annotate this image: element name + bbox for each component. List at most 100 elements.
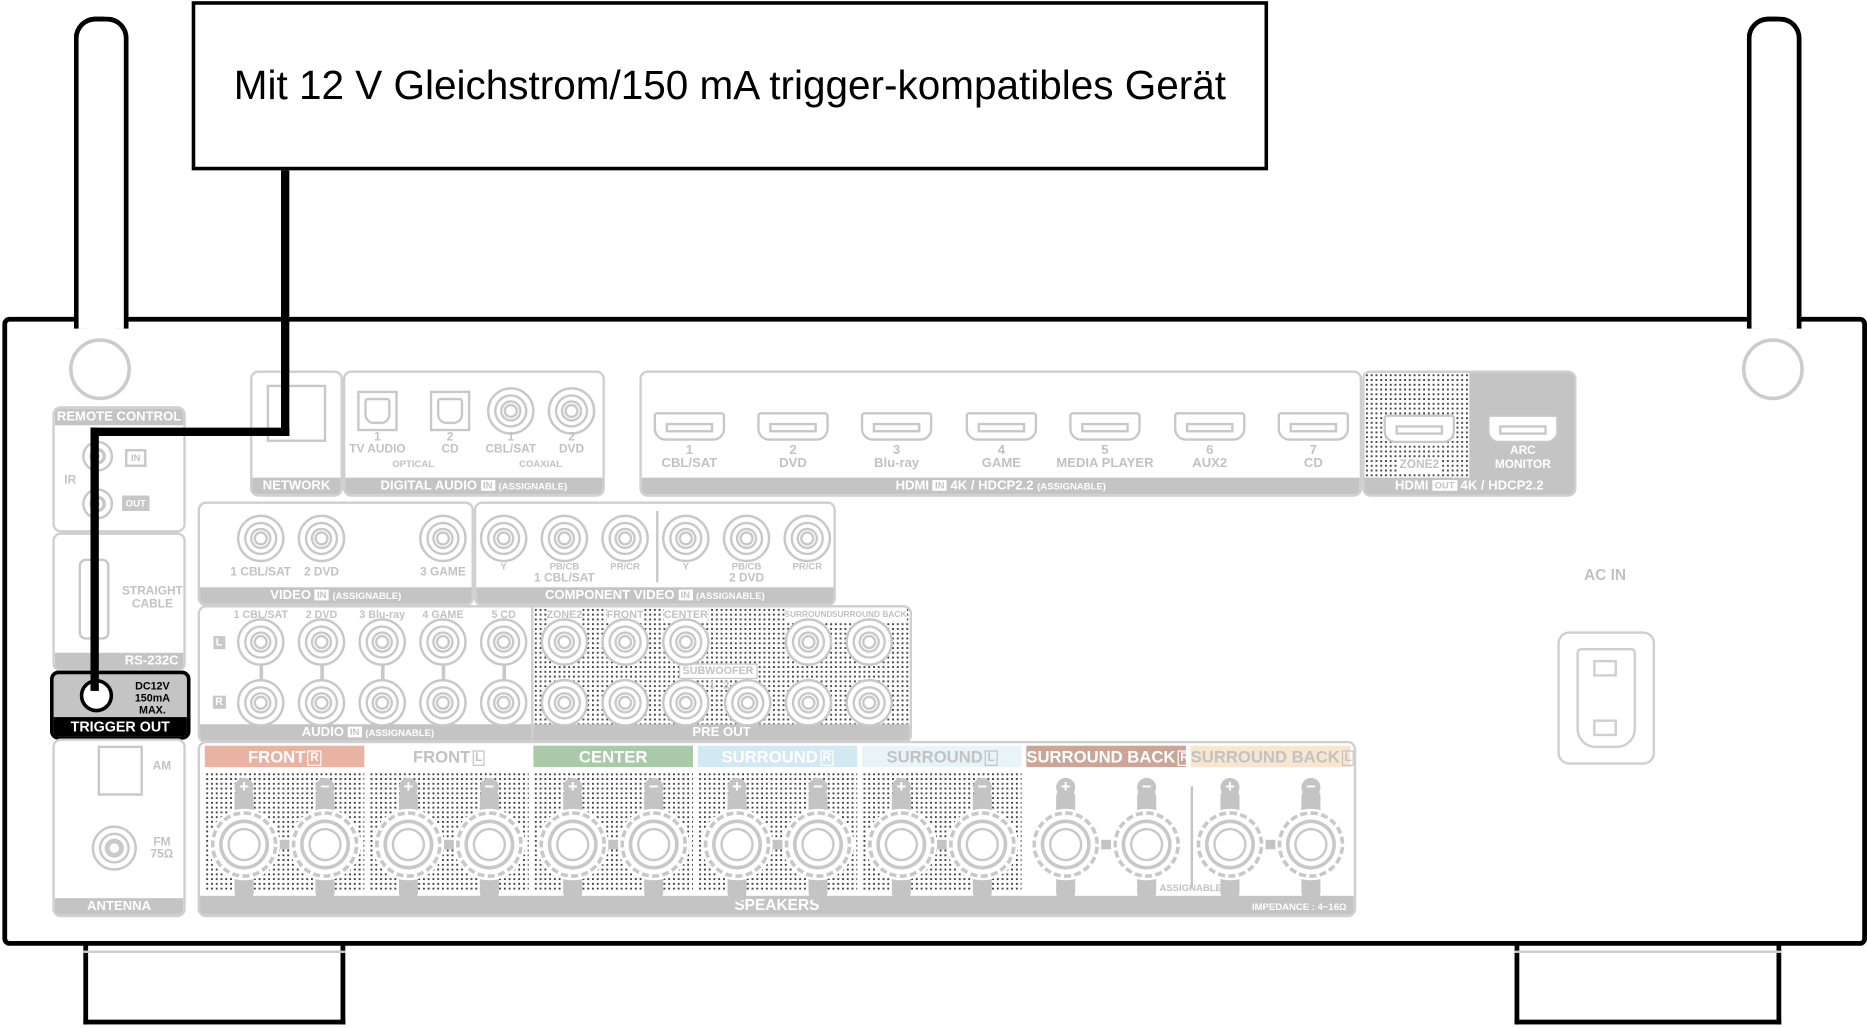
hdmi-out-monitor-port[interactable]	[1487, 414, 1559, 444]
audio-in-left-jack[interactable]	[479, 618, 528, 666]
hdmi-input-name: GAME	[981, 456, 1022, 471]
hdmi-in-port[interactable]	[653, 412, 726, 441]
hdmi-in-port[interactable]	[965, 412, 1038, 441]
speaker-channel-label-2: CENTER	[533, 745, 693, 768]
audio-in-right-jack[interactable]	[419, 678, 467, 727]
hdmi-input-name: MEDIA PLAYER	[1056, 456, 1154, 471]
speaker-channel-name: SURROUND BACK	[1190, 746, 1340, 766]
pre-out-jack[interactable]	[784, 618, 833, 666]
audio-input-label: 4 GAME	[422, 608, 464, 621]
right-foot	[1514, 943, 1782, 1025]
pre-out-jack[interactable]	[662, 618, 710, 666]
plus-icon: +	[1220, 777, 1240, 797]
pre-out-jack[interactable]	[845, 618, 894, 666]
speaker-terminal-negative[interactable]	[1277, 811, 1345, 878]
coaxial-input-jack[interactable]	[547, 387, 596, 435]
hdmi-in-port[interactable]	[757, 412, 829, 441]
component-channel-label: PR/CR	[792, 561, 823, 572]
antenna-panel: AM FM 75Ω ANTENNA	[52, 738, 186, 918]
coaxial-input-jack[interactable]	[486, 387, 535, 435]
video-in-jack[interactable]	[297, 514, 346, 563]
pre-out-title: PRE OUT	[533, 724, 910, 741]
pre-out-jack[interactable]	[601, 618, 649, 666]
speaker-terminal-negative[interactable]	[291, 811, 359, 878]
audio-in-left-jack[interactable]	[236, 618, 285, 666]
audio-in-right-jack[interactable]	[297, 678, 346, 727]
plus-icon: +	[563, 777, 583, 797]
audio-in-left-jack[interactable]	[297, 618, 346, 666]
audio-in-right-jack[interactable]	[358, 678, 407, 727]
out-badge: OUT	[1432, 480, 1457, 491]
speaker-terminal-positive[interactable]	[1032, 811, 1099, 878]
speaker-terminal-negative[interactable]	[456, 811, 523, 878]
pre-out-jack[interactable]	[662, 678, 710, 727]
audio-input-label: 3 Blu-ray	[359, 608, 406, 621]
hdmi-input-name: CD	[1303, 456, 1323, 471]
optical-input-jack[interactable]	[429, 390, 471, 432]
ac-in-socket[interactable]	[1557, 631, 1656, 765]
pre-out-jack[interactable]	[845, 678, 894, 727]
component-jack[interactable]	[601, 514, 649, 563]
hdmi-input-number: 1	[685, 443, 694, 458]
speaker-terminal-negative[interactable]	[948, 811, 1016, 878]
am-terminal[interactable]	[97, 745, 143, 796]
subwoofer-number: 2	[723, 678, 730, 691]
hdmi-in-port[interactable]	[1069, 412, 1141, 441]
digital-audio-title-text: DIGITAL AUDIO	[380, 478, 478, 494]
audio-in-left-jack[interactable]	[419, 618, 467, 666]
speaker-channel-name: FRONT	[412, 746, 471, 766]
video-in-jack[interactable]	[236, 514, 285, 563]
speaker-terminal-positive[interactable]	[703, 811, 771, 878]
speaker-channel-name: SURROUND	[721, 746, 818, 766]
hdmi-input-number: 4	[997, 443, 1006, 458]
speaker-terminal-negative[interactable]	[1113, 811, 1180, 878]
minus-icon: −	[315, 777, 335, 797]
hdmi-input-name: Blu-ray	[874, 456, 920, 471]
component-jack[interactable]	[479, 514, 528, 563]
right-antenna-outline	[1746, 16, 1802, 329]
audio-in-left-jack[interactable]	[358, 618, 407, 666]
speaker-terminal-negative[interactable]	[620, 811, 688, 878]
component-jack[interactable]	[783, 514, 832, 563]
audio-in-right-jack[interactable]	[236, 678, 285, 727]
audio-input-label: 5 CD	[491, 608, 516, 621]
trigger-cable-horizontal	[90, 427, 290, 436]
hdmi-in-port[interactable]	[860, 412, 933, 441]
component-jack[interactable]	[662, 514, 710, 563]
ir-out-label: OUT	[122, 495, 150, 512]
hdmi-in-port[interactable]	[1174, 412, 1246, 441]
pre-out-jack[interactable]	[540, 618, 589, 666]
fm-jack[interactable]	[91, 825, 137, 871]
component-divider	[656, 511, 659, 583]
assignable-divider	[1190, 786, 1194, 889]
digital-input-name: TV AUDIO	[349, 443, 406, 457]
pre-out-jack[interactable]	[723, 678, 772, 727]
pre-out-jack[interactable]	[601, 678, 649, 727]
component-jack[interactable]	[722, 514, 771, 563]
video-in-jack[interactable]	[419, 514, 467, 563]
hdmi-in-port[interactable]	[1277, 412, 1350, 441]
ethernet-port[interactable]	[266, 384, 327, 442]
speaker-terminal-negative[interactable]	[784, 811, 852, 878]
pre-out-channel-label: FRONT	[606, 608, 644, 622]
audio-in-right-jack[interactable]	[479, 678, 528, 727]
optical-input-jack[interactable]	[357, 390, 398, 432]
component-jack[interactable]	[540, 514, 589, 563]
speaker-terminal-positive[interactable]	[375, 811, 442, 878]
in-badge: IN	[932, 480, 947, 491]
speaker-terminal-positive[interactable]	[1196, 811, 1264, 878]
pre-out-jack[interactable]	[784, 678, 833, 727]
pre-out-jack[interactable]	[540, 678, 589, 727]
hdmi-out-zone2-port[interactable]	[1383, 414, 1456, 444]
speakers-panel: ASSIGNABLE SPEAKERS IMPEDANCE : 4~16Ω FR…	[197, 740, 1357, 918]
digital-input-name: DVD	[558, 443, 585, 457]
speaker-terminal-positive[interactable]	[868, 811, 935, 878]
terminal-link	[1229, 839, 1311, 850]
speaker-terminal-positive[interactable]	[210, 811, 278, 878]
audio-jack-link	[381, 643, 385, 703]
component-channel-label: PR/CR	[610, 561, 640, 572]
minus-icon: −	[808, 777, 828, 797]
speaker-terminal-positive[interactable]	[539, 811, 607, 878]
